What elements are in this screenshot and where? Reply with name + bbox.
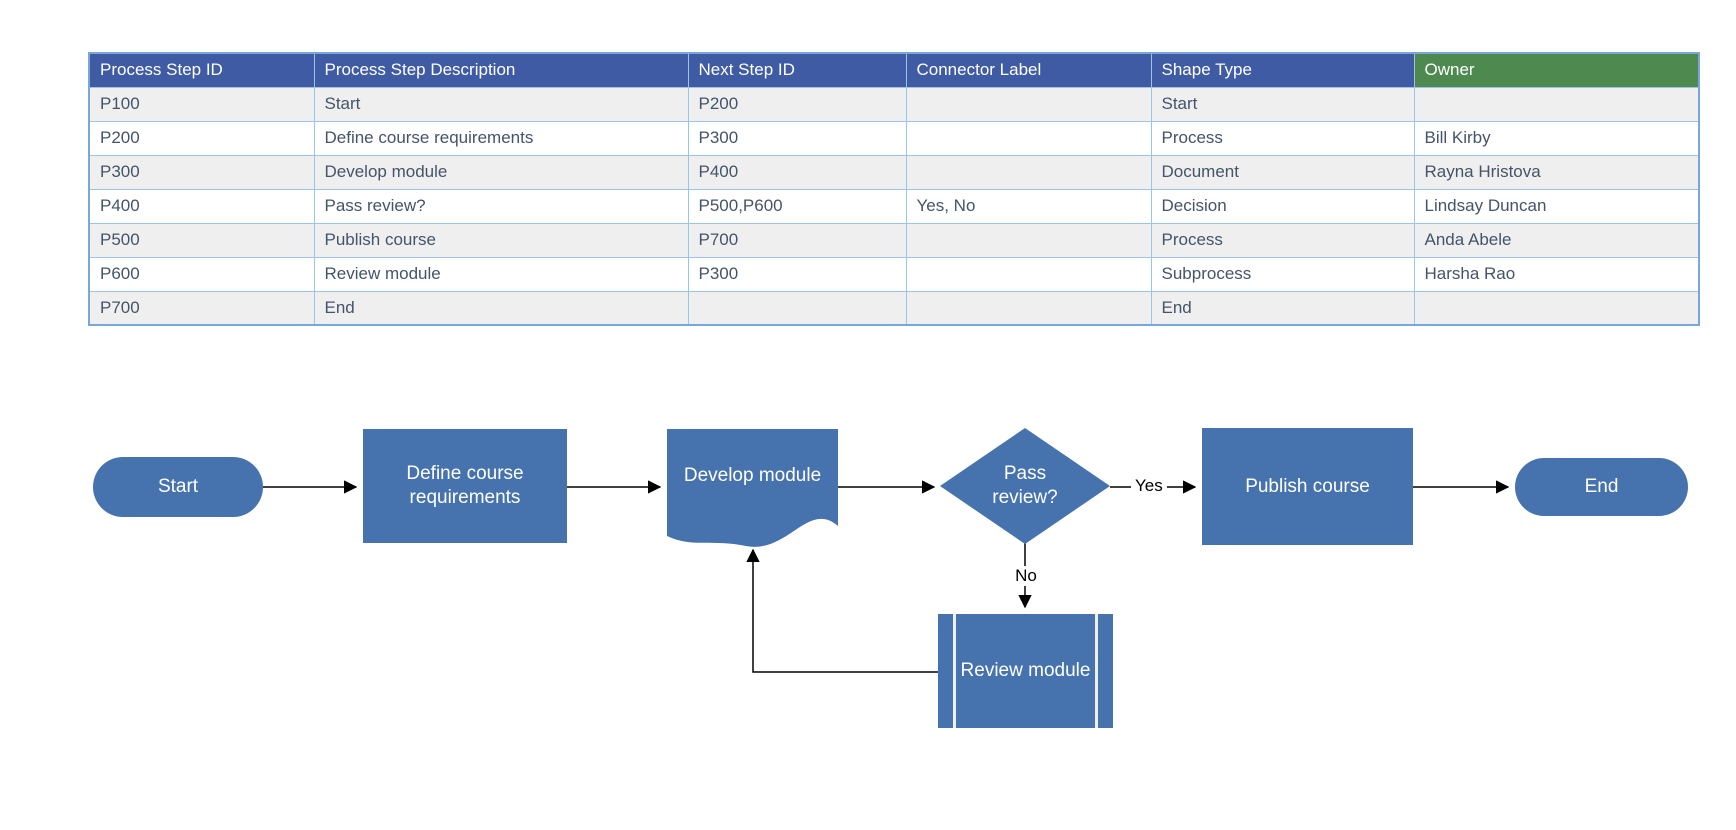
- connector-review-to-develop-feedback: [746, 548, 938, 673]
- flowchart-shape-develop-module-label: Develop module: [667, 433, 838, 519]
- flowchart-shape-review-module-subprocess: Review module: [938, 614, 1113, 728]
- shape-label-develop: Develop module: [683, 465, 822, 487]
- table-cell: P300: [687, 256, 907, 292]
- table-cell: Document: [1150, 154, 1415, 190]
- table-cell: P500,P600: [687, 188, 907, 224]
- column-header-owner: Owner: [1413, 52, 1700, 88]
- process-table: Process Step ID Process Step Description…: [88, 52, 1700, 326]
- shape-label-decision: Pass review?: [992, 463, 1058, 508]
- table-cell: P400: [88, 188, 315, 224]
- table-cell: P300: [687, 120, 907, 156]
- shape-label-start: Start: [157, 476, 199, 498]
- flowchart-shape-publish-course: Publish course: [1202, 428, 1413, 545]
- subprocess-sideline-right: [1095, 614, 1098, 728]
- table-cell: Develop module: [313, 154, 689, 190]
- shape-label-define: Define course requirements: [406, 463, 524, 508]
- table-cell: P300: [88, 154, 315, 190]
- subprocess-sideline-left: [953, 614, 956, 728]
- table-cell: P700: [88, 290, 315, 326]
- table-cell: Bill Kirby: [1413, 120, 1700, 156]
- table-cell: Start: [313, 86, 689, 122]
- table-cell: [905, 86, 1152, 122]
- table-cell: P100: [88, 86, 315, 122]
- table-cell: P500: [88, 222, 315, 258]
- shape-label-review: Review module: [960, 660, 1091, 682]
- flowchart: Start Define course requirements Develop…: [0, 370, 1736, 830]
- column-header-process-step-id: Process Step ID: [88, 52, 315, 88]
- table-cell: [687, 290, 907, 326]
- table-cell: P200: [687, 86, 907, 122]
- connector-label-yes: Yes: [1131, 476, 1167, 496]
- table-cell: [905, 222, 1152, 258]
- flowchart-shape-start: Start: [93, 457, 263, 517]
- flowchart-shape-develop-document: [667, 429, 838, 547]
- table-cell: Lindsay Duncan: [1413, 188, 1700, 224]
- table-cell: Review module: [313, 256, 689, 292]
- table-cell: [905, 256, 1152, 292]
- table-cell: Decision: [1150, 188, 1415, 224]
- table-cell: [905, 290, 1152, 326]
- flowchart-connectors: [263, 429, 1510, 673]
- table-cell: End: [313, 290, 689, 326]
- table-cell: Harsha Rao: [1413, 256, 1700, 292]
- table-cell: Start: [1150, 86, 1415, 122]
- connector-label-no: No: [1008, 566, 1044, 586]
- column-header-connector-label: Connector Label: [905, 52, 1152, 88]
- table-cell: Yes, No: [905, 188, 1152, 224]
- column-header-next-step-id: Next Step ID: [687, 52, 907, 88]
- table-cell: Anda Abele: [1413, 222, 1700, 258]
- column-header-shape-type: Shape Type: [1150, 52, 1415, 88]
- table-cell: P700: [687, 222, 907, 258]
- table-cell: [1413, 86, 1700, 122]
- table-cell: [905, 120, 1152, 156]
- table-cell: [1413, 290, 1700, 326]
- shape-label-end: End: [1584, 476, 1619, 498]
- table-cell: P400: [687, 154, 907, 190]
- flowchart-shape-end: End: [1515, 458, 1688, 516]
- shape-label-publish: Publish course: [1245, 475, 1370, 497]
- table-header-row: Process Step ID Process Step Description…: [88, 52, 1700, 88]
- table-cell: Rayna Hristova: [1413, 154, 1700, 190]
- column-header-process-step-description: Process Step Description: [313, 52, 689, 88]
- table-cell: Subprocess: [1150, 256, 1415, 292]
- table-cell: Process: [1150, 222, 1415, 258]
- table-cell: P600: [88, 256, 315, 292]
- table-cell: Process: [1150, 120, 1415, 156]
- table-cell: Define course requirements: [313, 120, 689, 156]
- table-cell: [905, 154, 1152, 190]
- table-cell: P200: [88, 120, 315, 156]
- table-cell: Publish course: [313, 222, 689, 258]
- flowchart-shape-define-course-requirements: Define course requirements: [363, 429, 567, 543]
- table-cell: Pass review?: [313, 188, 689, 224]
- table-cell: End: [1150, 290, 1415, 326]
